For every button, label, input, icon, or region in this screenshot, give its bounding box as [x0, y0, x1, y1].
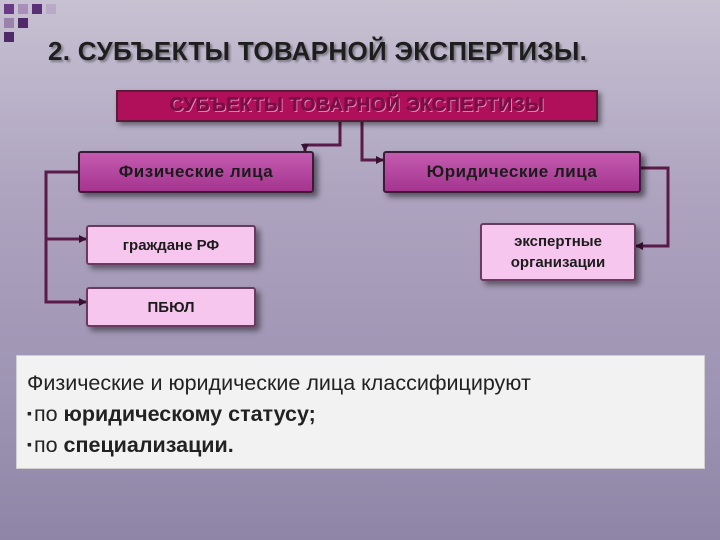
physical-persons-box: Физические лица: [78, 151, 314, 193]
item-2-prefix: по: [33, 433, 64, 457]
pbyul-box: ПБЮЛ: [86, 287, 256, 327]
corner-square-1: [4, 4, 14, 14]
classification-item-2: ▪по специализации.: [27, 429, 692, 460]
corner-square-7: [4, 32, 14, 42]
classification-intro: Физические и юридические лица классифици…: [27, 371, 531, 395]
expert-organizations-line1: экспертные: [514, 233, 602, 250]
slide-title: 2. СУБЪЕКТЫ ТОВАРНОЙ ЭКСПЕРТИЗЫ.: [48, 36, 588, 66]
corner-square-5: [4, 18, 14, 28]
item-1-bold: юридическому статусу;: [63, 402, 316, 426]
item-2-bold: специализации.: [63, 433, 234, 457]
expert-organizations-line2: организации: [510, 254, 606, 271]
connector-root-right: [360, 122, 384, 164]
connector-left-pbyul: [44, 239, 87, 306]
classification-item-1: ▪по юридическому статусу;: [27, 398, 692, 429]
citizens-box: граждане РФ: [86, 225, 256, 265]
connector-left-grazhdane: [44, 170, 87, 243]
legal-entities-box: Юридические лица: [383, 151, 641, 193]
corner-square-2: [18, 4, 28, 14]
connector-root-left: [301, 122, 342, 152]
classification-textbox: Физические и юридические лица классифици…: [16, 355, 705, 469]
connector-right-eksp: [635, 166, 670, 250]
diagram-root-box: СУБЪЕКТЫ ТОВАРНОЙ ЭКСПЕРТИЗЫ: [116, 90, 598, 122]
corner-square-6: [18, 18, 28, 28]
expert-organizations-box: экспертные организации: [480, 223, 636, 281]
bullet-icon: ▪: [27, 405, 32, 421]
item-1-prefix: по: [33, 402, 64, 426]
bullet-icon: ▪: [27, 436, 32, 452]
corner-square-3: [32, 4, 42, 14]
corner-square-4: [46, 4, 56, 14]
